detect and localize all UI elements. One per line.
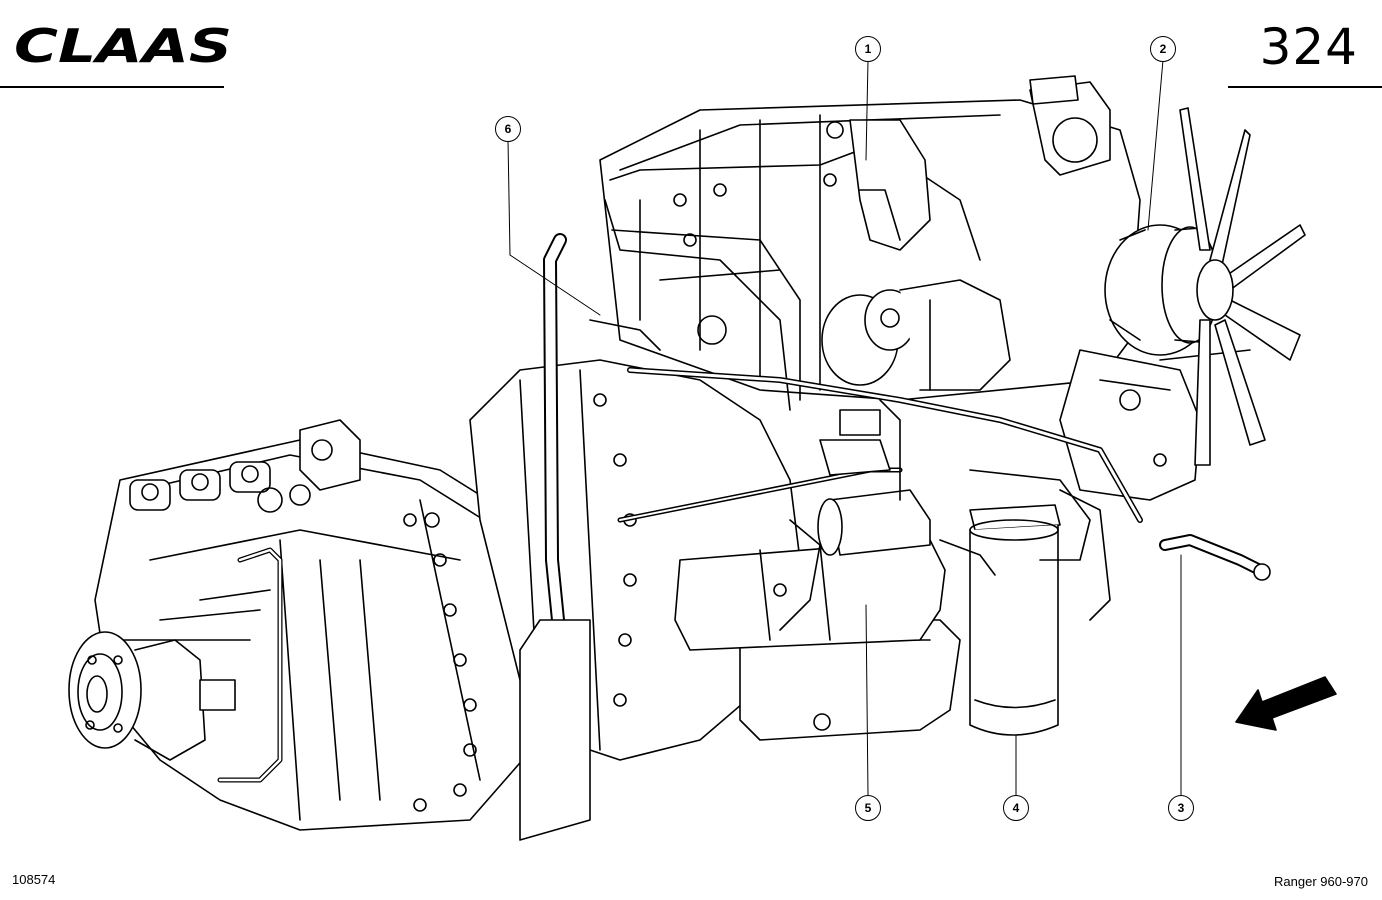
brand-text: CLAAS: [14, 22, 232, 68]
callout-1: 1: [855, 36, 881, 62]
callout-6: 6: [495, 116, 521, 142]
document-number: 108574: [12, 872, 56, 887]
cooling-fan: [1179, 107, 1306, 466]
model-label: Ranger 960-970: [1274, 874, 1368, 889]
arrow-down-left-icon: [1235, 676, 1337, 731]
callout-leaders: [507, 59, 1182, 796]
oil-filter: [939, 469, 1111, 736]
callout-2: 2: [1150, 36, 1176, 62]
engine-block: [599, 75, 1141, 411]
callout-4: 4: [1003, 795, 1029, 821]
turbocharger: [821, 119, 1011, 391]
callout-5: 5: [855, 795, 881, 821]
bellhousing: [469, 233, 801, 841]
header-rule: [0, 86, 224, 88]
callout-3: 3: [1168, 795, 1194, 821]
gearbox: [68, 419, 541, 831]
loose-hose: [1159, 534, 1271, 581]
brand-logo: CLAAS: [14, 22, 232, 68]
header-rule: [1228, 86, 1382, 88]
page-number: 324: [1259, 18, 1358, 76]
starter-motor: [617, 467, 946, 651]
engine-pipes: [589, 319, 1143, 523]
timing-cover: [1059, 349, 1201, 501]
